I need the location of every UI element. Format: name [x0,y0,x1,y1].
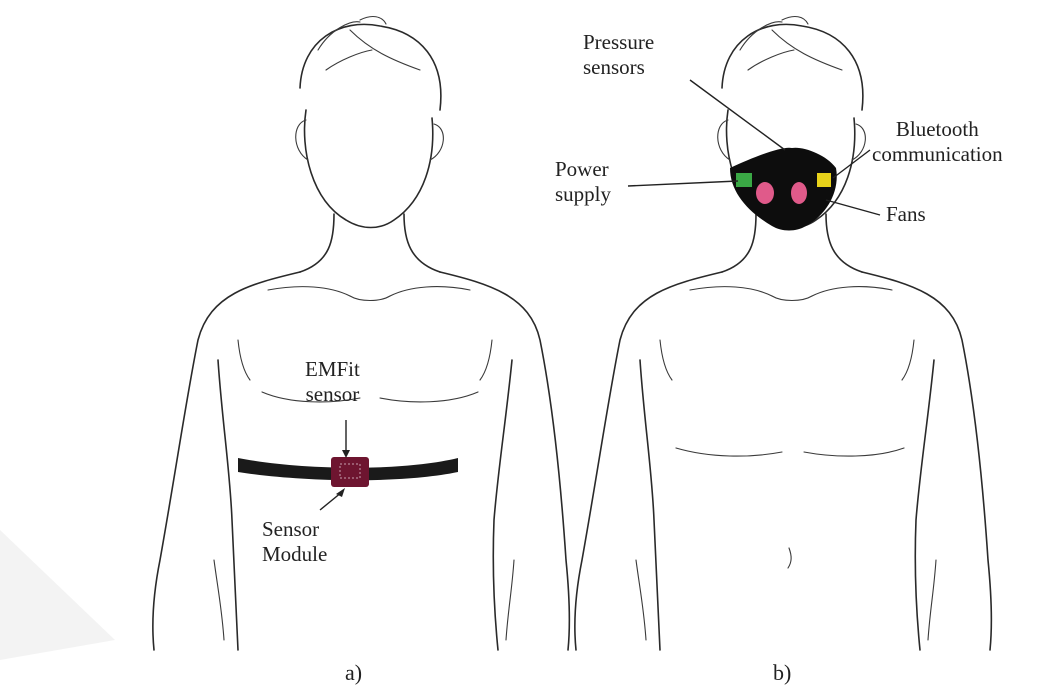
emfit-sensor-label: EMFit sensor [305,357,360,407]
bluetooth-label: Bluetooth communication [872,117,1003,167]
power-supply-leader [628,181,738,186]
bluetooth-block [817,173,831,187]
fan-left [756,182,774,204]
fans-label: Fans [886,202,926,227]
bluetooth-leader [833,150,870,178]
panel-a-caption: a) [345,660,362,686]
power-supply-block [736,173,752,187]
face-mask [730,148,837,231]
power-supply-label: Power supply [555,157,611,207]
figure-b-body [575,17,991,650]
watermark-shape [0,530,115,660]
pressure-sensors-leader [690,80,785,150]
panel-b-caption: b) [773,660,791,686]
figure-a-body [153,17,569,650]
sensor-module-label: Sensor Module [262,517,327,567]
sensor-module [331,457,369,487]
emfit-sensor-arrowhead [342,450,350,458]
fans-leader [826,200,880,215]
pressure-sensors-label: Pressure sensors [583,30,654,80]
fan-right [791,182,807,204]
